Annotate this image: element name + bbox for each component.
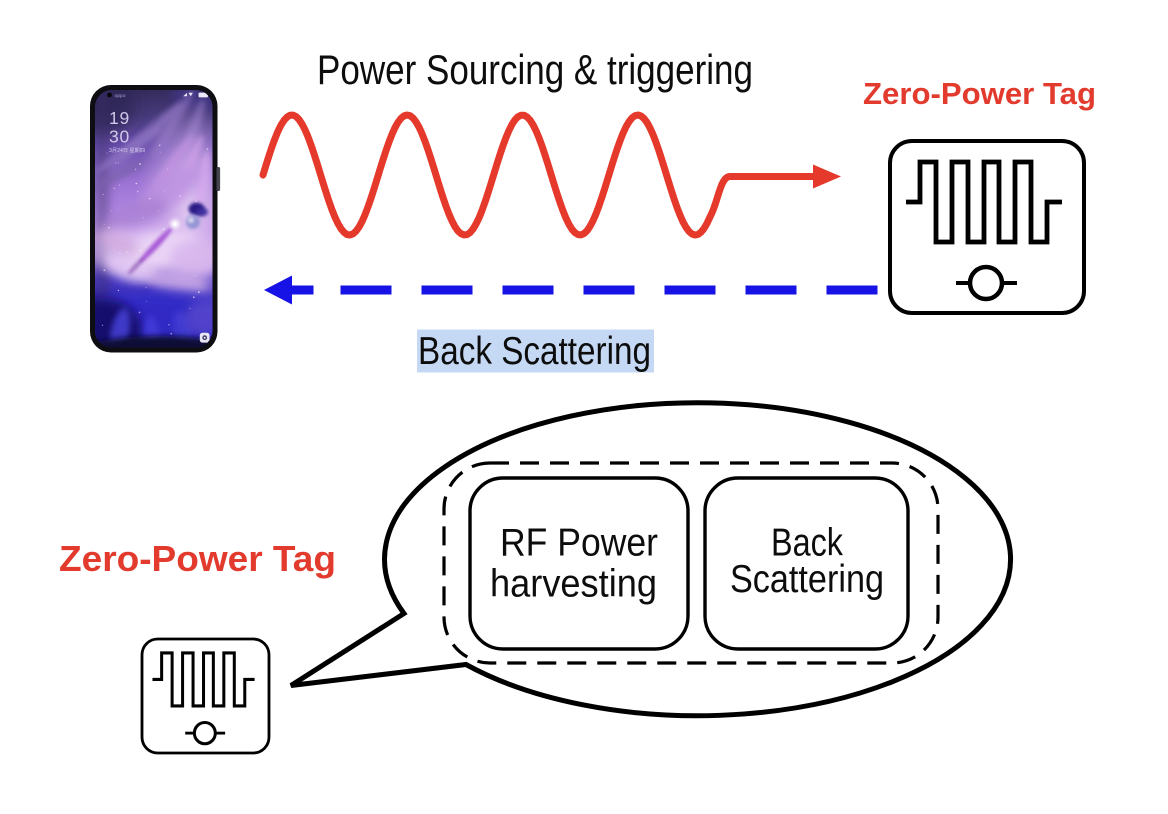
svg-text:3月24日 星期四: 3月24日 星期四 [109, 147, 145, 154]
svg-text:Back Scattering: Back Scattering [418, 330, 651, 373]
svg-text:harvesting: harvesting [490, 563, 657, 606]
svg-text:30: 30 [109, 127, 130, 147]
svg-text:oppo: oppo [115, 93, 127, 98]
svg-text:Scattering: Scattering [730, 558, 884, 601]
svg-text:Zero-Power Tag: Zero-Power Tag [863, 76, 1096, 111]
svg-text:Power Sourcing & triggering: Power Sourcing & triggering [317, 46, 753, 93]
svg-text:Back: Back [771, 522, 843, 565]
svg-text:Zero-Power Tag: Zero-Power Tag [59, 538, 336, 579]
svg-text:19: 19 [109, 108, 130, 128]
svg-text:RF Power: RF Power [500, 522, 658, 565]
